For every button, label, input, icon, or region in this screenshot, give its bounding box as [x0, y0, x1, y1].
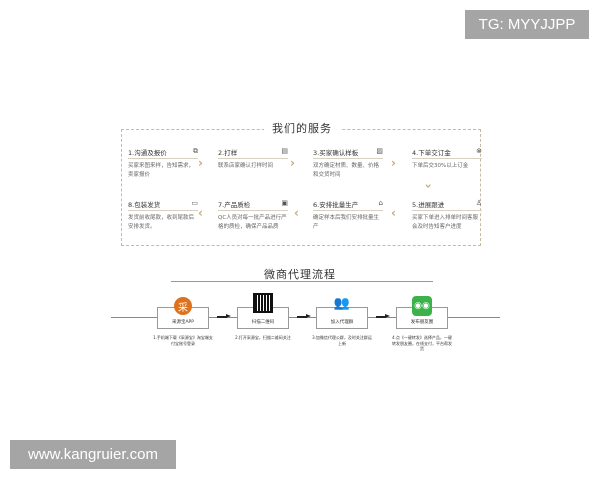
- cai-app-icon: 采: [174, 297, 192, 315]
- arrow-right-icon: [217, 314, 231, 318]
- step-desc: 下单后交30%以上订金: [412, 163, 469, 169]
- window-icon: ⧉: [193, 147, 198, 155]
- chevron-left-icon: ‹: [198, 206, 203, 220]
- document-icon: ▤: [281, 147, 288, 155]
- service-step-8: 8.包装发货 ▭ 发货前收尾款，收到尾款后安排发货。: [128, 199, 198, 232]
- step-title: 1.沟通及报价: [128, 148, 167, 157]
- person-icon: ♙: [475, 199, 482, 207]
- chevron-down-icon: ›: [421, 183, 436, 189]
- service-step-3: 3.买家确认样板 ▨ 双方确定材质、数量、价格和交货时间: [313, 147, 383, 180]
- wechat-icon: ◉◉: [412, 296, 432, 316]
- step-title: 3.买家确认样板: [313, 148, 359, 157]
- service-step-2: 2.打样 ▤ 联系店家确认打样时间: [218, 147, 288, 171]
- step-desc: 联系店家确认打样时间: [218, 163, 274, 169]
- chevron-right-icon: ›: [391, 156, 396, 170]
- flow-step-label: 发布朋友圈: [410, 320, 434, 325]
- flow-step-label: 采源宝APP: [171, 320, 194, 325]
- step-title: 8.包装发货: [128, 200, 161, 209]
- flow-step-label: 扫描二维码: [251, 320, 275, 325]
- qr-code-icon: [253, 293, 273, 313]
- step-desc: 买家下单进入排单时间客服会及时告知客户进度: [412, 215, 479, 230]
- tg-watermark: TG: MYYJJPP: [465, 10, 589, 39]
- url-watermark: www.kangruier.com: [10, 440, 176, 469]
- service-step-5: 5.进展跟进 ♙ 买家下单进入排单时间客服会及时告知客户进度: [412, 199, 482, 232]
- step-title: 2.打样: [218, 148, 238, 157]
- factory-icon: ⌂: [378, 199, 383, 207]
- flow-step-3: 加入代理群: [316, 307, 368, 329]
- step-desc: 发货前收尾款，收到尾款后安排发货。: [128, 215, 195, 230]
- flow-caption: 1.手机端下载《采源宝》淘宝端支付宝账号登录: [153, 335, 213, 346]
- step-title: 7.产品质检: [218, 200, 251, 209]
- flow-caption: 3.加微信代理公群，及时关注群运上新: [312, 335, 372, 346]
- group-icon: 👥: [333, 295, 351, 311]
- arrow-right-icon: [297, 314, 311, 318]
- flow-connector-line: [111, 317, 500, 318]
- flow-caption: 4.点《一键转发》选择产品，一键转发朋友圈，在线支付，平台帮发货: [392, 335, 452, 351]
- services-title: 我们的服务: [264, 120, 340, 136]
- service-step-1: 1.沟通及报价 ⧉ 买家来图来样，告知需求，卖家报价: [128, 147, 198, 180]
- check-document-icon: ▨: [376, 147, 383, 155]
- step-title: 5.进展跟进: [412, 200, 445, 209]
- service-step-7: 7.产品质检 ▣ QC人员对每一批产品进行严格的质检，确保产品品质: [218, 199, 288, 232]
- flow-title: 微商代理流程: [264, 268, 336, 281]
- step-desc: 双方确定材质、数量、价格和交货时间: [313, 163, 380, 178]
- chevron-left-icon: ‹: [391, 206, 396, 220]
- step-desc: 确定样本后我们安排批量生产: [313, 215, 380, 230]
- step-desc: 买家来图来样，告知需求，卖家报价: [128, 163, 195, 178]
- flow-caption: 2.打开采源宝，扫描二维码关注: [235, 335, 291, 340]
- arrow-right-icon: [376, 314, 390, 318]
- step-title: 6.安排批量生产: [313, 200, 359, 209]
- step-desc: QC人员对每一批产品进行严格的质检，确保产品品质: [218, 215, 287, 230]
- coin-icon: ⊗: [476, 147, 482, 155]
- divider: [171, 281, 433, 282]
- box-icon: ▭: [191, 199, 198, 207]
- chevron-left-icon: ‹: [294, 206, 299, 220]
- chevron-right-icon: ›: [198, 156, 203, 170]
- chevron-right-icon: ›: [290, 156, 295, 170]
- step-title: 4.下单交订金: [412, 148, 451, 157]
- service-step-4: 4.下单交订金 ⊗ 下单后交30%以上订金: [412, 147, 482, 171]
- service-step-6: 6.安排批量生产 ⌂ 确定样本后我们安排批量生产: [313, 199, 383, 232]
- flow-step-label: 加入代理群: [330, 320, 354, 325]
- inspection-icon: ▣: [281, 199, 288, 207]
